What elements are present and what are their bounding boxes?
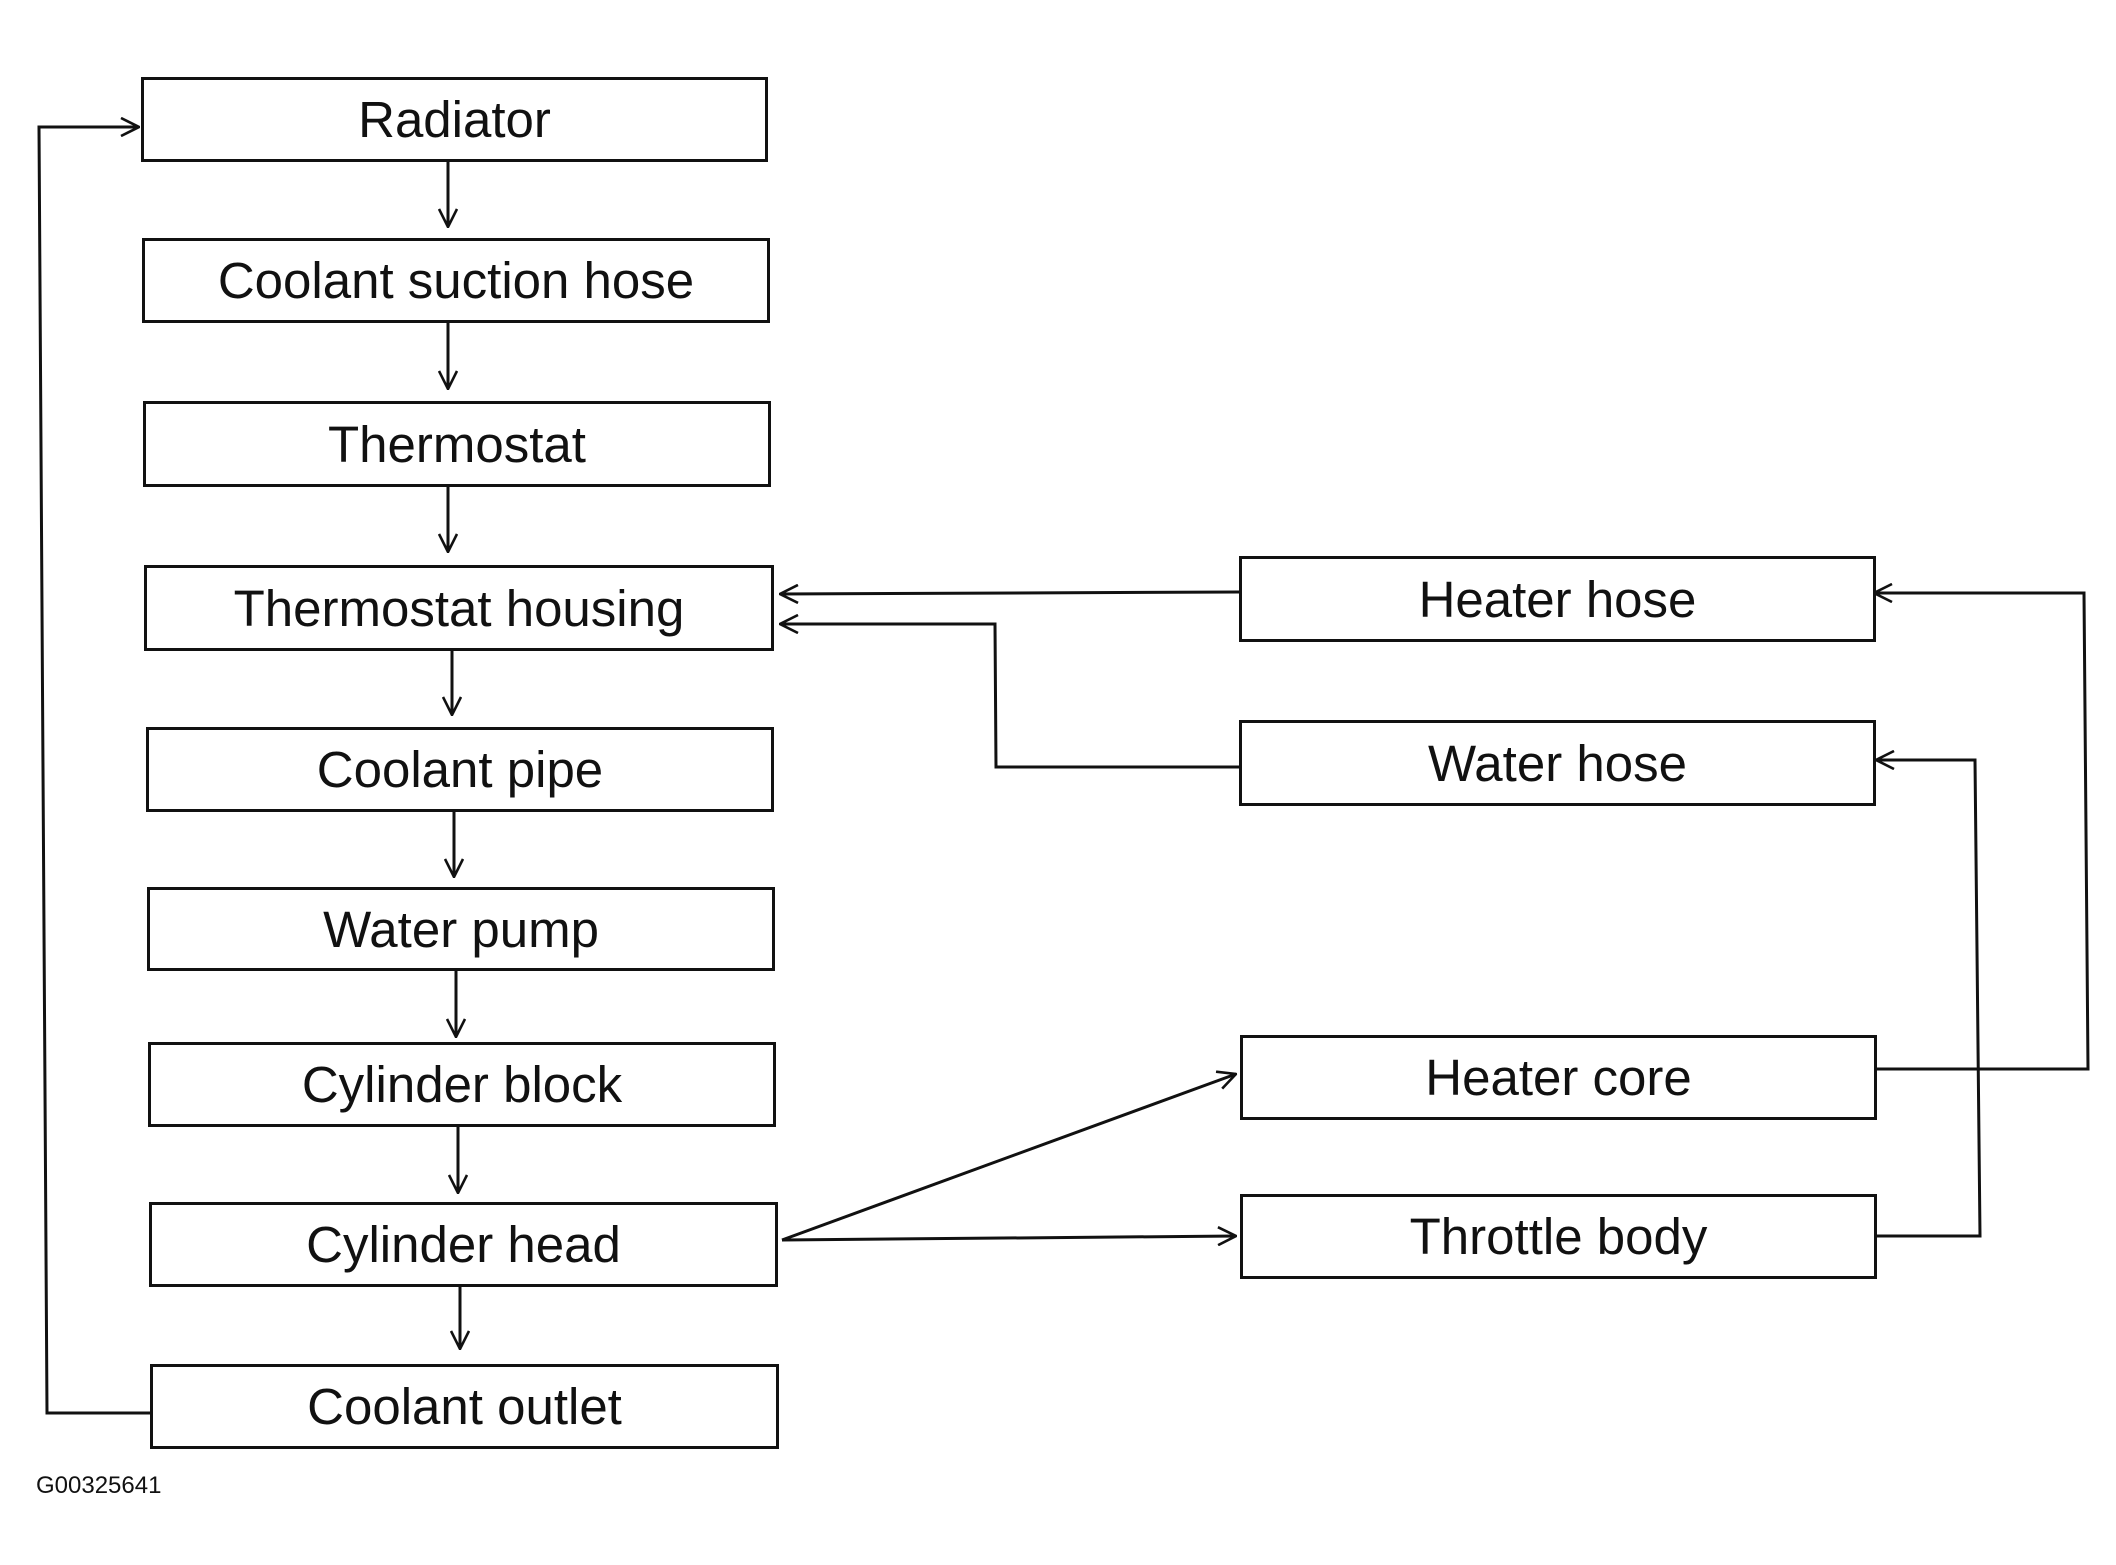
cylinder-block-label: Cylinder block — [301, 1056, 623, 1113]
arrow-throttle-body-to-water-hose — [1875, 760, 1982, 1238]
cylinder-block-box: Cylinder block — [148, 1042, 776, 1127]
heater-core-box: Heater core — [1240, 1035, 1877, 1120]
cylinder-head-box: Cylinder head — [149, 1202, 778, 1287]
heater-hose-box: Heater hose — [1239, 556, 1876, 642]
coolant-outlet-box: Coolant outlet — [150, 1364, 779, 1449]
arrow-heater-hose-to-housing — [780, 592, 1240, 594]
coolant-pipe-label: Coolant pipe — [316, 741, 604, 798]
cylinder-head-label: Cylinder head — [306, 1216, 621, 1273]
coolant-suction-hose-label: Coolant suction hose — [217, 252, 695, 309]
arrow-outlet-to-radiator — [37, 127, 150, 1415]
radiator-box: Radiator — [141, 77, 768, 162]
heater-hose-label: Heater hose — [1418, 570, 1697, 628]
water-pump-label: Water pump — [323, 900, 599, 958]
throttle-body-box: Throttle body — [1240, 1194, 1877, 1279]
radiator-label: Radiator — [358, 91, 551, 148]
throttle-body-label: Throttle body — [1409, 1208, 1708, 1265]
heater-core-label: Heater core — [1425, 1049, 1692, 1106]
coolant-suction-hose-box: Coolant suction hose — [142, 238, 770, 323]
thermostat-housing-box: Thermostat housing — [144, 565, 774, 651]
arrow-head-to-heater-core — [781, 1074, 1236, 1242]
water-hose-label: Water hose — [1428, 734, 1687, 792]
arrow-heater-core-to-heater-hose — [1874, 593, 2090, 1071]
arrow-head-to-throttle-body — [781, 1236, 1236, 1240]
water-hose-box: Water hose — [1239, 720, 1876, 806]
arrow-water-hose-to-housing — [780, 624, 1239, 769]
thermostat-label: Thermostat — [328, 415, 586, 473]
coolant-pipe-box: Coolant pipe — [146, 727, 774, 812]
thermostat-housing-label: Thermostat housing — [233, 579, 685, 637]
figure-id: G00325641 — [36, 1472, 162, 1499]
coolant-outlet-label: Coolant outlet — [307, 1378, 622, 1435]
thermostat-box: Thermostat — [143, 401, 771, 487]
water-pump-box: Water pump — [147, 887, 775, 971]
